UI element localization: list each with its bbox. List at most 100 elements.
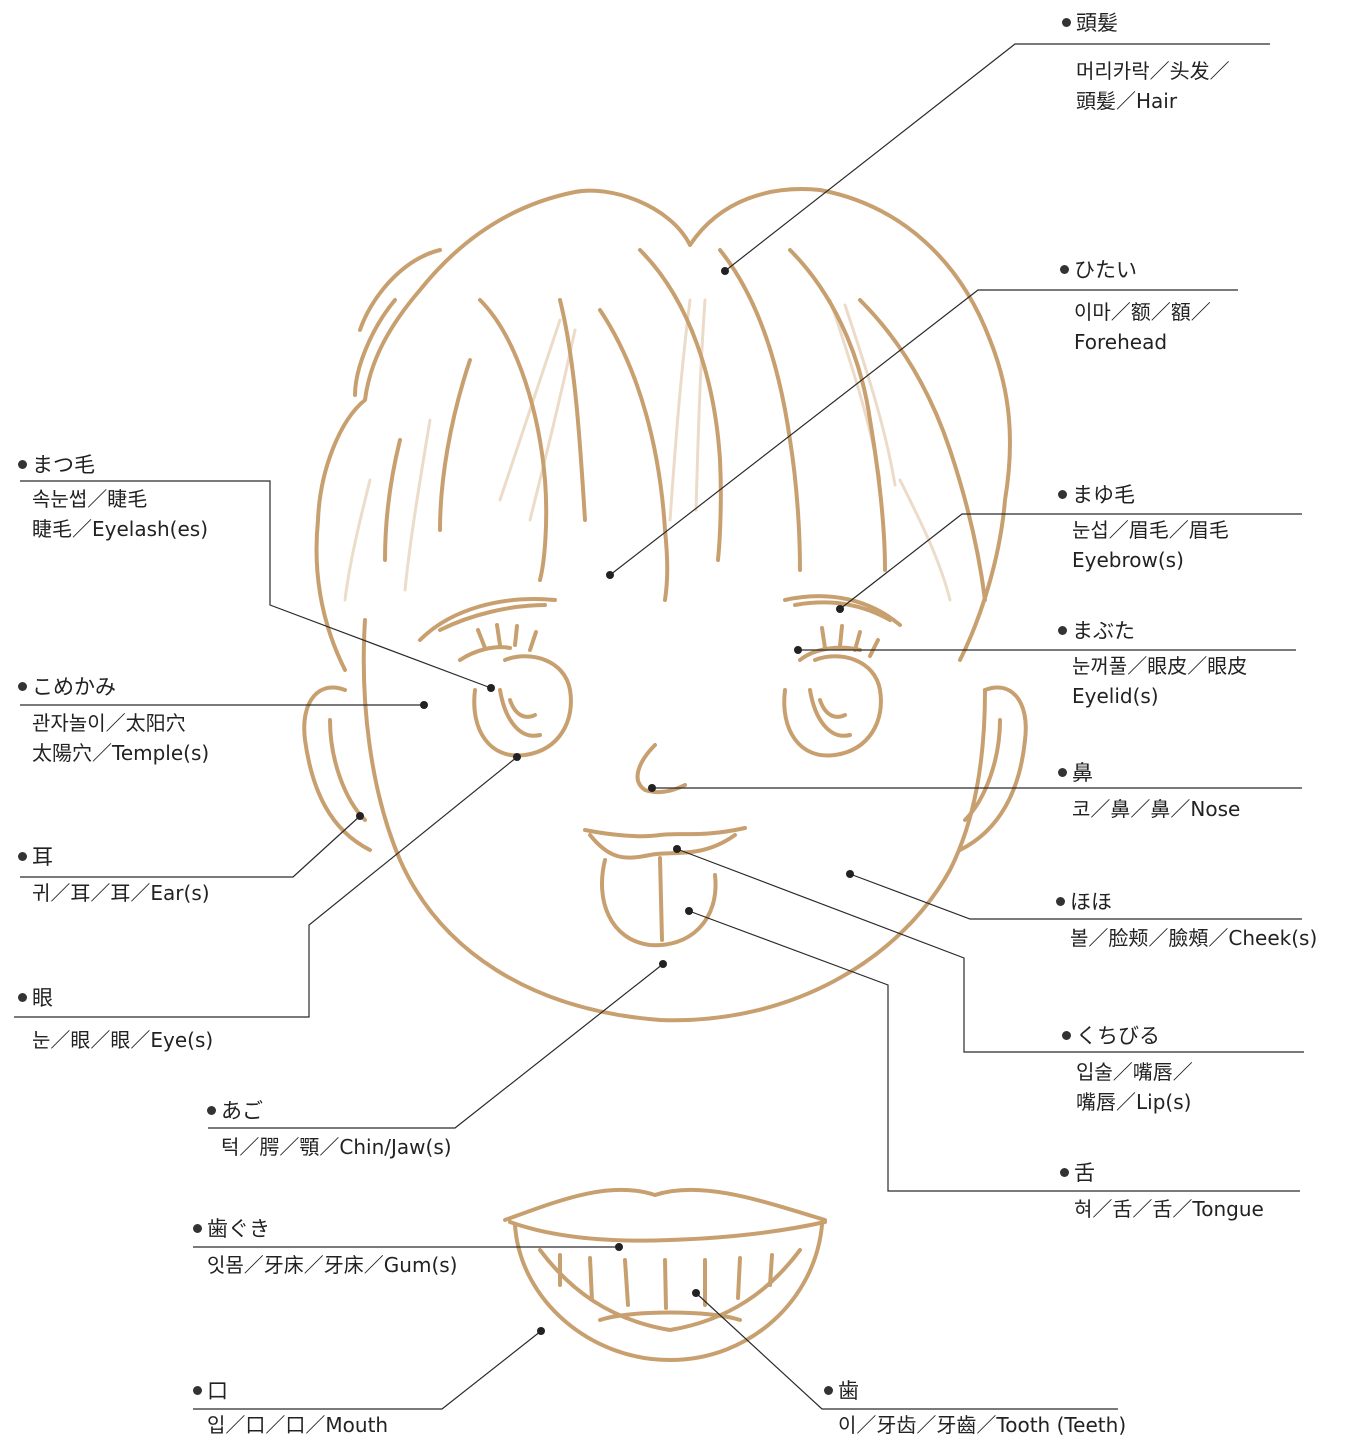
label-tooth-line1: 이／牙齿／牙齒／Tooth (Teeth) [838, 1413, 1127, 1437]
bullet-icon [18, 851, 27, 861]
label-cheek: ほほ 볼／脸颊／臉頰／Cheek(s) [1056, 887, 1317, 953]
label-eye-line1: 눈／眼／眼／Eye(s) [32, 1028, 214, 1052]
label-eyelid-head: まぶた [1072, 619, 1135, 643]
leader-dot-eyelash [487, 684, 495, 692]
leader-dot-chin [659, 960, 667, 968]
label-ear-head: 耳 [32, 845, 53, 869]
label-tongue: 舌 혀／舌／舌／Tongue [1060, 1158, 1264, 1224]
bullet-icon [1058, 489, 1067, 499]
leader-lines [14, 43, 1304, 1410]
leader-line-ear [20, 815, 361, 878]
bullet-icon [1062, 17, 1071, 27]
label-hair-line2: 頭髪／Hair [1076, 89, 1178, 113]
label-eyebrow-line2: Eyebrow(s) [1072, 548, 1184, 572]
leader-line-forehead [609, 289, 1238, 576]
bullet-icon [1058, 625, 1067, 635]
label-chin-head: あご [221, 1099, 263, 1123]
label-hair: 頭髪 머리카락／头发／ 頭髪／Hair [1062, 8, 1230, 116]
label-hair-head: 頭髪 [1076, 11, 1118, 35]
label-nose-head: 鼻 [1072, 761, 1093, 785]
label-mouth-head: 口 [207, 1379, 228, 1403]
label-eyelid-line2: Eyelid(s) [1072, 684, 1159, 708]
label-eye: 眼 눈／眼／眼／Eye(s) [18, 983, 213, 1055]
label-eyelash: まつ毛 속눈썹／睫毛 睫毛／Eyelash(es) [18, 450, 208, 544]
bullet-icon [18, 459, 27, 469]
label-tongue-line1: 혀／舌／舌／Tongue [1074, 1197, 1264, 1221]
label-gum-line1: 잇몸／牙床／牙床／Gum(s) [207, 1253, 458, 1277]
label-nose-line1: 코／鼻／鼻／Nose [1072, 797, 1241, 821]
leader-line-eyebrow [839, 513, 1302, 610]
leader-line-tongue [688, 910, 1300, 1192]
label-nose: 鼻 코／鼻／鼻／Nose [1058, 758, 1240, 824]
label-eye-head: 眼 [32, 986, 53, 1010]
bullet-icon [1056, 896, 1065, 906]
label-temple-line1: 관자놀이／太阳穴 [32, 711, 186, 735]
label-chin: あご 턱／腭／顎／Chin/Jaw(s) [207, 1096, 452, 1162]
leader-dot-temple [420, 701, 428, 709]
bullet-icon [193, 1385, 202, 1395]
leader-dots [356, 267, 854, 1335]
label-temple-line2: 太陽穴／Temple(s) [32, 741, 210, 765]
bullet-icon [1060, 264, 1069, 274]
leader-line-eye [14, 756, 518, 1018]
label-eyebrow-head: まゆ毛 [1072, 483, 1135, 507]
hair-shading [343, 298, 952, 602]
leader-line-lip [676, 848, 1304, 1053]
leader-line-cheek [849, 873, 1302, 920]
label-lip-line2: 嘴唇／Lip(s) [1076, 1090, 1192, 1114]
label-eyebrow: まゆ毛 눈섭／眉毛／眉毛 Eyebrow(s) [1058, 480, 1229, 575]
leader-dot-lip [673, 845, 681, 853]
leader-dot-hair [721, 267, 729, 275]
leader-line-tooth [695, 1292, 1118, 1410]
label-forehead-line1: 이마／额／額／ [1074, 300, 1211, 324]
bullet-icon [1062, 1030, 1071, 1040]
leader-line-eyelash [20, 480, 492, 689]
leader-line-mouth [193, 1330, 542, 1410]
leader-line-hair [724, 43, 1270, 272]
label-eyebrow-line1: 눈섭／眉毛／眉毛 [1072, 518, 1229, 542]
leader-dot-ear [356, 812, 364, 820]
label-cheek-head: ほほ [1070, 890, 1112, 914]
leader-dot-tooth [692, 1289, 700, 1297]
label-temple-head: こめかみ [32, 675, 116, 699]
bullet-icon [18, 681, 27, 691]
label-eyelash-line1: 속눈썹／睫毛 [32, 487, 148, 511]
label-tooth: 歯 이／牙齿／牙齒／Tooth (Teeth) [824, 1376, 1126, 1440]
leader-dot-forehead [606, 571, 614, 579]
label-cheek-line1: 볼／脸颊／臉頰／Cheek(s) [1070, 926, 1318, 950]
label-ear: 耳 귀／耳／耳／Ear(s) [18, 842, 210, 908]
label-ear-line1: 귀／耳／耳／Ear(s) [32, 881, 210, 905]
label-tooth-head: 歯 [838, 1379, 859, 1403]
bullet-icon [1058, 767, 1067, 777]
label-forehead: ひたい 이마／额／額／ Forehead [1060, 255, 1211, 357]
label-mouth-line1: 입／口／口／Mouth [207, 1413, 389, 1437]
bullet-icon [824, 1385, 833, 1395]
leader-dot-eyelid [794, 646, 802, 654]
leader-dot-gum [615, 1243, 623, 1251]
label-lip-line1: 입술／嘴唇／ [1076, 1060, 1193, 1084]
leader-dot-mouth [537, 1327, 545, 1335]
bullet-icon [18, 992, 27, 1002]
label-eyelid: まぶた 눈꺼풀／眼皮／眼皮 Eyelid(s) [1058, 616, 1247, 711]
label-temple: こめかみ 관자놀이／太阳穴 太陽穴／Temple(s) [18, 672, 209, 768]
leader-dot-eyebrow [836, 605, 844, 613]
label-eyelash-head: まつ毛 [32, 453, 95, 477]
label-forehead-head: ひたい [1074, 258, 1137, 282]
label-tongue-head: 舌 [1074, 1161, 1095, 1185]
label-lip-head: くちびる [1076, 1024, 1160, 1048]
label-gum-head: 歯ぐき [207, 1217, 270, 1241]
label-eyelid-line1: 눈꺼풀／眼皮／眼皮 [1072, 654, 1248, 678]
bullet-icon [1060, 1167, 1069, 1177]
label-lip: くちびる 입술／嘴唇／ 嘴唇／Lip(s) [1062, 1021, 1193, 1117]
leader-line-chin [208, 963, 664, 1129]
leader-dot-nose [648, 784, 656, 792]
leader-dot-cheek [846, 870, 854, 878]
label-forehead-line2: Forehead [1074, 330, 1168, 354]
label-eyelash-line2: 睫毛／Eyelash(es) [32, 517, 209, 541]
bullet-icon [193, 1223, 202, 1233]
label-gum: 歯ぐき 잇몸／牙床／牙床／Gum(s) [193, 1214, 457, 1280]
leader-dot-eye [513, 753, 521, 761]
label-chin-line1: 턱／腭／顎／Chin/Jaw(s) [221, 1135, 452, 1159]
